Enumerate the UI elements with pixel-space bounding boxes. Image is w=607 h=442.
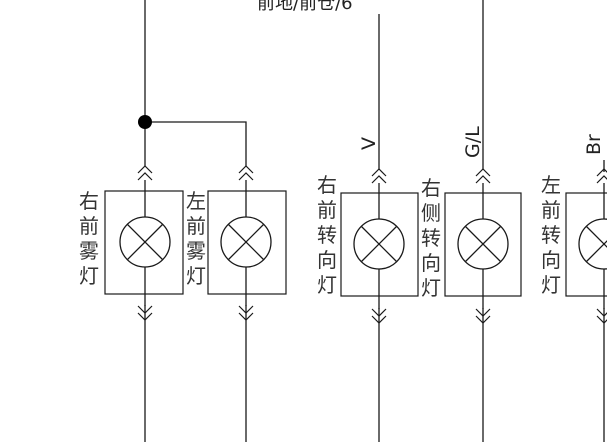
lamp-label-right-front-turn: 右前转向灯 — [317, 173, 337, 297]
connector-chevron-bottom — [596, 308, 607, 324]
lamp-box — [565, 192, 607, 297]
lamp-label-right-side-turn: 右侧转向灯 — [421, 176, 441, 300]
lamp-label-left-front-fog: 左前雾灯 — [186, 189, 206, 288]
lamp-right-side-turn — [444, 183, 522, 309]
connector-chevron-bottom — [137, 305, 153, 321]
connector-chevron-top — [596, 168, 607, 184]
lamp-bulb-icon — [578, 218, 607, 270]
lamp-right-front-fog — [104, 180, 184, 306]
connector-chevron-bottom — [238, 305, 254, 321]
lamp-label-left-front-turn: 左前转向灯 — [541, 173, 561, 297]
lamp-cross — [126, 223, 164, 261]
top-label: 前地/前仓/6 — [257, 0, 353, 14]
wire-label-gl: G/L — [462, 126, 484, 158]
wire-label-v: V — [358, 137, 380, 150]
lamp-cross — [360, 225, 398, 263]
lamp-right-front-turn — [340, 183, 419, 309]
lamp-cross — [585, 225, 607, 263]
lamp-cross — [464, 225, 502, 263]
lamp-box — [104, 190, 184, 295]
lamp-cross — [227, 223, 265, 261]
lamp-left-front-turn — [565, 183, 607, 309]
connector-chevron-top — [475, 168, 491, 184]
connector-chevron-top — [371, 168, 387, 184]
junction-node — [138, 115, 152, 129]
connectors — [137, 165, 607, 324]
lamp-left-front-fog — [207, 180, 287, 306]
wire-fog-branch — [145, 121, 247, 166]
wires — [144, 0, 605, 442]
connector-chevron-top — [137, 165, 153, 181]
wire-label-br: Br — [583, 134, 605, 155]
connector-chevron-bottom — [475, 308, 491, 324]
lamp-box — [207, 190, 287, 295]
lamp-label-right-front-fog: 右前雾灯 — [79, 189, 99, 288]
connector-chevron-bottom — [371, 308, 387, 324]
connector-chevron-top — [238, 165, 254, 181]
